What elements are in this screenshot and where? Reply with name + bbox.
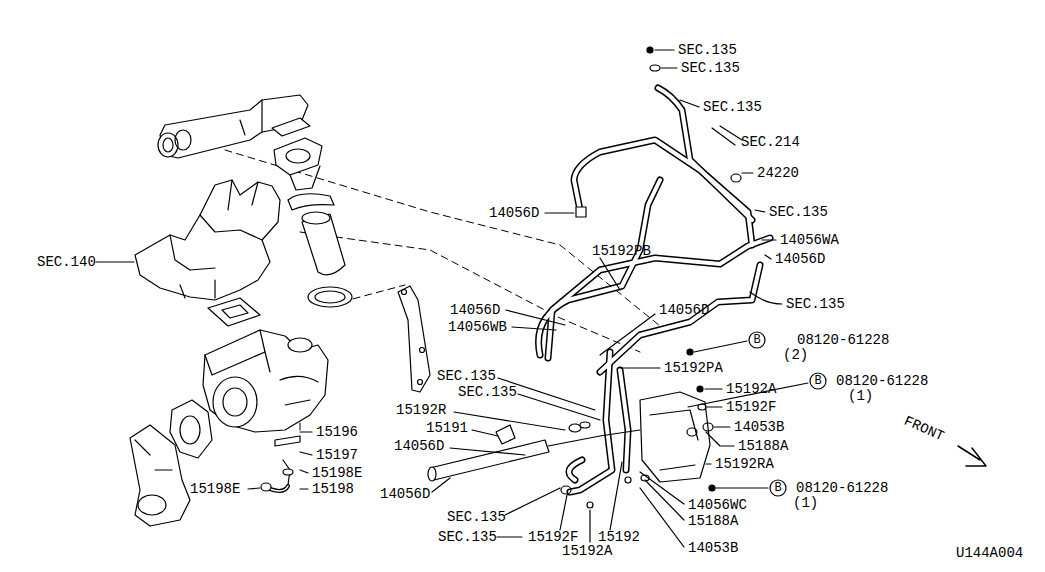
section-reference: SEC.135 [703, 99, 762, 115]
part-number: 15197 [316, 447, 358, 463]
part-number: 15192RA [715, 456, 774, 472]
section-reference: SEC.135 [438, 529, 497, 545]
part-number: 15198E [190, 481, 240, 497]
part-number: 15192 [598, 529, 640, 545]
circle-mark: B [814, 373, 821, 389]
part-number: 15192A [726, 381, 776, 397]
part-number: 08120-61228 [836, 373, 928, 389]
part-number: 15192R [396, 402, 446, 418]
part-number: 15196 [316, 424, 358, 440]
part-number: 08120-61228 [797, 332, 889, 348]
section-reference: SEC.135 [437, 368, 496, 384]
part-number: 14056D [659, 302, 709, 318]
part-number: 14053B [688, 540, 738, 556]
part-number: 14056D [489, 205, 539, 221]
section-reference: SEC.140 [37, 254, 96, 270]
circle-mark: B [774, 480, 781, 496]
part-number: 15188A [688, 513, 738, 529]
quantity: (1) [848, 388, 873, 404]
figure-code: U144A004 [956, 545, 1023, 561]
part-number: 14056D [380, 486, 430, 502]
section-reference: SEC.135 [681, 60, 740, 76]
part-number: 14056D [450, 302, 500, 318]
section-reference: SEC.135 [678, 42, 737, 58]
quantity: (1) [793, 495, 818, 511]
part-number: 15192F [528, 529, 578, 545]
part-number: 15191 [426, 420, 468, 436]
part-number: 08120-61228 [796, 480, 888, 496]
part-number: 15188A [738, 438, 788, 454]
part-number: 15192PA [664, 360, 723, 376]
quantity: (2) [783, 347, 808, 363]
circle-mark: B [753, 332, 760, 348]
part-number: 14053B [734, 419, 784, 435]
direction-label: FRONT [902, 413, 947, 445]
part-number: 14056WC [688, 497, 747, 513]
section-reference: SEC.135 [458, 384, 517, 400]
part-number: 14056WA [780, 232, 839, 248]
part-number: 15192F [726, 399, 776, 415]
part-number: 14056D [775, 251, 825, 267]
part-number: 15198 [312, 481, 354, 497]
section-reference: SEC.214 [741, 134, 800, 150]
part-number: 14056WB [448, 319, 507, 335]
part-number: 14056D [394, 438, 444, 454]
part-number: 15192PB [592, 243, 651, 259]
section-reference: SEC.135 [786, 296, 845, 312]
section-reference: SEC.135 [769, 204, 828, 220]
part-number: 24220 [757, 165, 799, 181]
section-reference: SEC.135 [447, 509, 506, 525]
part-number: 15198E [312, 465, 362, 481]
part-number: 15192A [562, 543, 612, 559]
